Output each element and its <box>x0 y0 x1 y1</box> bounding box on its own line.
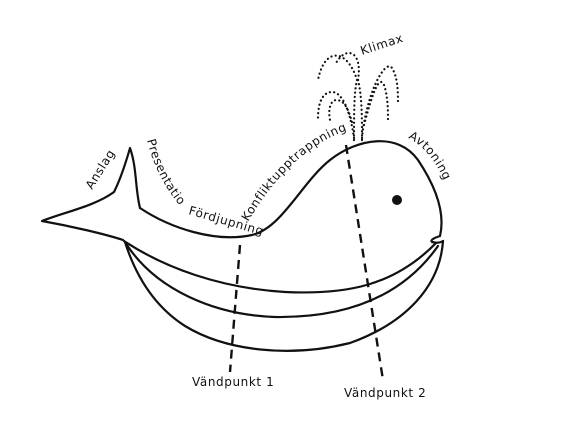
whale-mouth <box>430 234 445 244</box>
whale-belly-outer <box>123 239 445 352</box>
label-konfliktupptrappning: Konfliktupptrappning <box>239 120 349 224</box>
turning-point-1-line <box>228 244 242 373</box>
whale-belly-stripe-2 <box>122 239 438 294</box>
label-vandpunkt-1: Vändpunkt 1 <box>192 375 274 389</box>
whale-eye <box>392 195 402 205</box>
whale-tail <box>40 146 142 242</box>
whale-outline <box>40 140 445 352</box>
turning-point-2-line <box>344 144 385 381</box>
label-anslag: Anslag <box>83 147 118 192</box>
whale-belly-stripe-1 <box>123 240 440 319</box>
label-vandpunkt-2: Vändpunkt 2 <box>344 386 426 400</box>
water-spout <box>316 52 400 142</box>
label-klimax: Klimax <box>359 31 405 58</box>
whale-back <box>138 140 443 239</box>
